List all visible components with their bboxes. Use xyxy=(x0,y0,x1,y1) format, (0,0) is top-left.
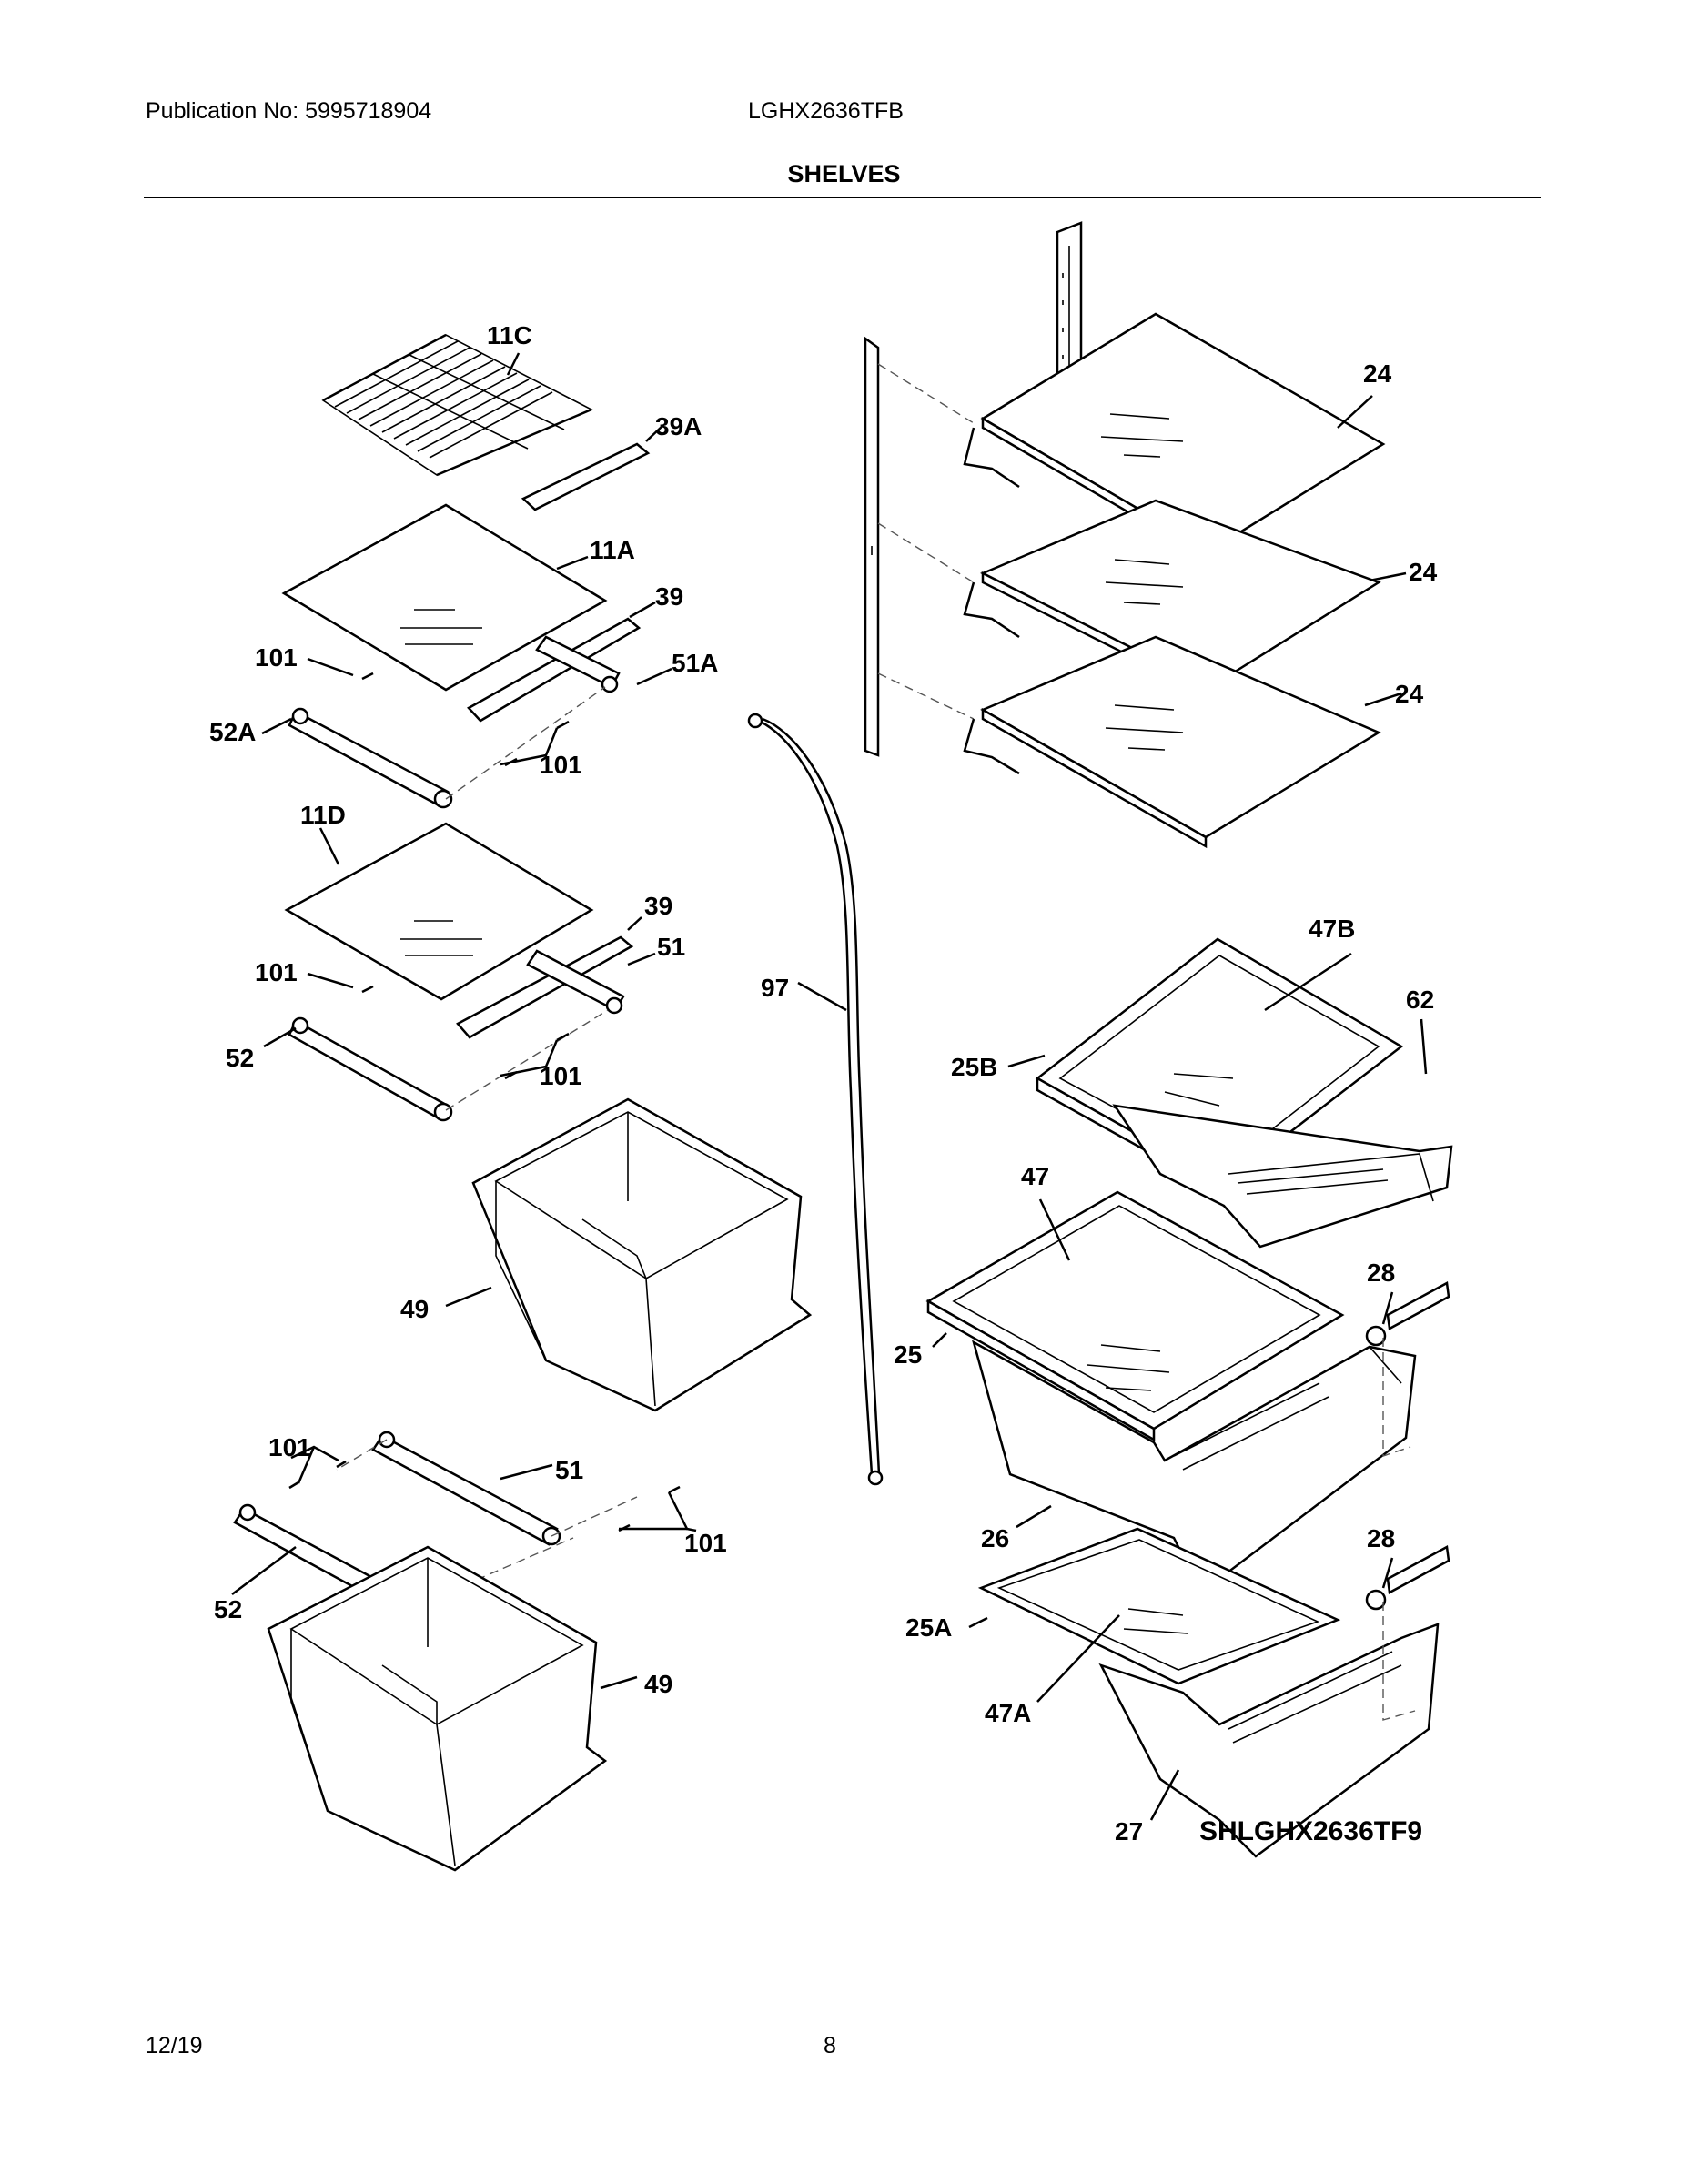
callout-28-upper: 28 xyxy=(1367,1259,1395,1287)
footer-date: 12/19 xyxy=(146,2033,203,2058)
slide-51a xyxy=(535,635,621,693)
callout-24-bottom: 24 xyxy=(1395,680,1424,708)
callout-101-a: 101 xyxy=(255,643,298,672)
callout-39A: 39A xyxy=(655,412,702,440)
page-title: SHELVES xyxy=(787,160,901,187)
callout-101-b: 101 xyxy=(540,751,582,779)
callout-25B: 25B xyxy=(951,1053,997,1081)
callout-11D: 11D xyxy=(300,801,346,829)
callout-51-upper: 51 xyxy=(657,933,685,961)
door-bin-49-upper xyxy=(471,1097,813,1412)
water-tube-97 xyxy=(747,713,884,1486)
drawer-bracket-28-upper xyxy=(1365,1281,1450,1347)
callout-25A: 25A xyxy=(905,1613,952,1642)
callout-25: 25 xyxy=(894,1340,922,1369)
callout-101-e: 101 xyxy=(268,1433,311,1461)
callout-11C: 11C xyxy=(487,321,532,349)
trim-39-upper xyxy=(467,617,642,723)
callout-101-c: 101 xyxy=(255,958,298,986)
callout-97: 97 xyxy=(761,974,789,1002)
callout-47: 47 xyxy=(1021,1162,1049,1190)
wire-shelf-11c xyxy=(321,333,593,477)
slide-52-upper xyxy=(288,1016,453,1122)
callout-28-lower: 28 xyxy=(1367,1524,1395,1552)
callout-51-lower: 51 xyxy=(555,1456,583,1484)
crisper-drawer-27 xyxy=(1098,1623,1440,1858)
callout-49-upper: 49 xyxy=(400,1295,429,1323)
callout-52A: 52A xyxy=(209,718,256,746)
callout-52-upper: 52 xyxy=(226,1044,254,1072)
callout-62: 62 xyxy=(1406,986,1434,1014)
shelf-24-bottom xyxy=(963,635,1381,849)
callout-39-upper: 39 xyxy=(655,582,683,611)
crisper-cover-25a xyxy=(977,1527,1341,1685)
slide-51-upper xyxy=(526,949,625,1015)
callout-27: 27 xyxy=(1115,1817,1143,1845)
slide-51-lower xyxy=(371,1431,561,1546)
callout-24-middle: 24 xyxy=(1409,558,1438,586)
callout-47B: 47B xyxy=(1309,915,1355,943)
callout-47A: 47A xyxy=(985,1699,1031,1727)
publication-number: Publication No: 5995718904 xyxy=(146,98,432,124)
drawer-bracket-28-lower xyxy=(1365,1545,1450,1611)
callout-11A: 11A xyxy=(590,536,635,564)
trim-39a xyxy=(521,442,651,511)
model-number: LGHX2636TFB xyxy=(748,98,904,124)
glass-shelf-11d xyxy=(284,822,594,1001)
callout-101-d: 101 xyxy=(540,1062,582,1090)
callout-49-lower: 49 xyxy=(644,1670,672,1698)
door-bin-49-lower xyxy=(267,1545,608,1872)
callout-101-f: 101 xyxy=(684,1529,727,1557)
callout-51A: 51A xyxy=(672,649,718,677)
callout-24-top: 24 xyxy=(1363,359,1392,388)
callout-26: 26 xyxy=(981,1524,1009,1552)
header-rule xyxy=(144,197,1541,198)
diagram-code: SHLGHX2636TF9 xyxy=(1199,1816,1422,1846)
slide-52a xyxy=(288,707,453,809)
crisper-drawer-62 xyxy=(1112,1104,1453,1249)
callout-52-lower: 52 xyxy=(214,1595,242,1623)
shelf-rail-left xyxy=(864,336,880,757)
crisper-drawer-26 xyxy=(972,1340,1417,1594)
page-number: 8 xyxy=(824,2033,836,2058)
glass-shelf-11a xyxy=(281,503,608,692)
callout-39-lower: 39 xyxy=(644,892,672,920)
